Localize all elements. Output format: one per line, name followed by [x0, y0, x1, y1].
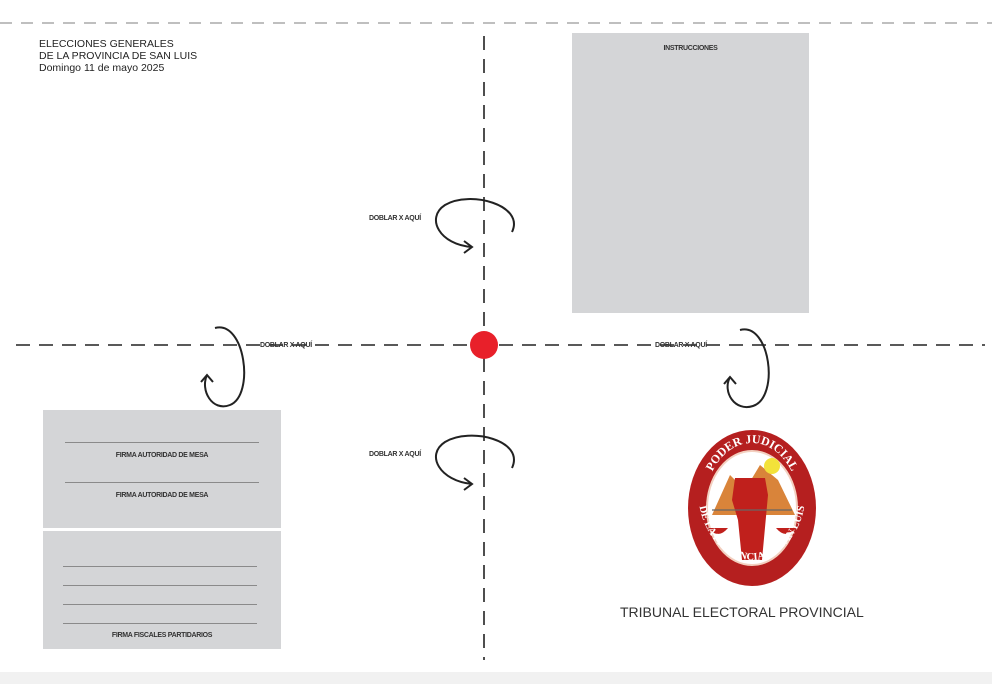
fold-arrow-icon: [434, 434, 515, 491]
fold-label-top: DOBLAR X AQUÍ: [369, 215, 421, 222]
center-dot: [470, 331, 498, 359]
signature-line: [63, 604, 257, 605]
authority-signature-panel: FIRMA AUTORIDAD DE MESA FIRMA AUTORIDAD …: [43, 410, 281, 528]
signature-label: FIRMA AUTORIDAD DE MESA: [115, 492, 209, 499]
instructions-panel: INSTRUCCIONES: [572, 33, 809, 313]
signature-line: [63, 566, 257, 567]
fiscales-signature-panel: FIRMA FISCALES PARTIDARIOS: [43, 531, 281, 649]
header-date: Domingo 11 de mayo 2025: [39, 62, 165, 74]
instructions-title: INSTRUCCIONES: [663, 45, 718, 52]
tribunal-title: TRIBUNAL ELECTORAL PROVINCIAL: [620, 604, 864, 620]
header-line: ELECCIONES GENERALES: [39, 38, 174, 50]
fold-label-left: DOBLAR X AQUÍ: [260, 342, 312, 349]
signature-line: [65, 482, 259, 483]
fold-arrow-icon: [200, 326, 246, 408]
signature-line: [65, 442, 259, 443]
election-header: ELECCIONES GENERALES DE LA PROVINCIA DE …: [39, 38, 197, 74]
fold-arrow-icon: [434, 198, 515, 254]
fold-label-right: DOBLAR X AQUÍ: [655, 342, 707, 349]
fold-arrow-icon: [723, 328, 770, 409]
signature-line: [63, 623, 257, 624]
signature-label: FIRMA FISCALES PARTIDARIOS: [111, 632, 213, 639]
fold-label-bottom: DOBLAR X AQUÍ: [369, 451, 421, 458]
signature-line: [63, 585, 257, 586]
header-line: DE LA PROVINCIA DE SAN LUIS: [39, 50, 198, 62]
signature-label: FIRMA AUTORIDAD DE MESA: [115, 452, 209, 459]
